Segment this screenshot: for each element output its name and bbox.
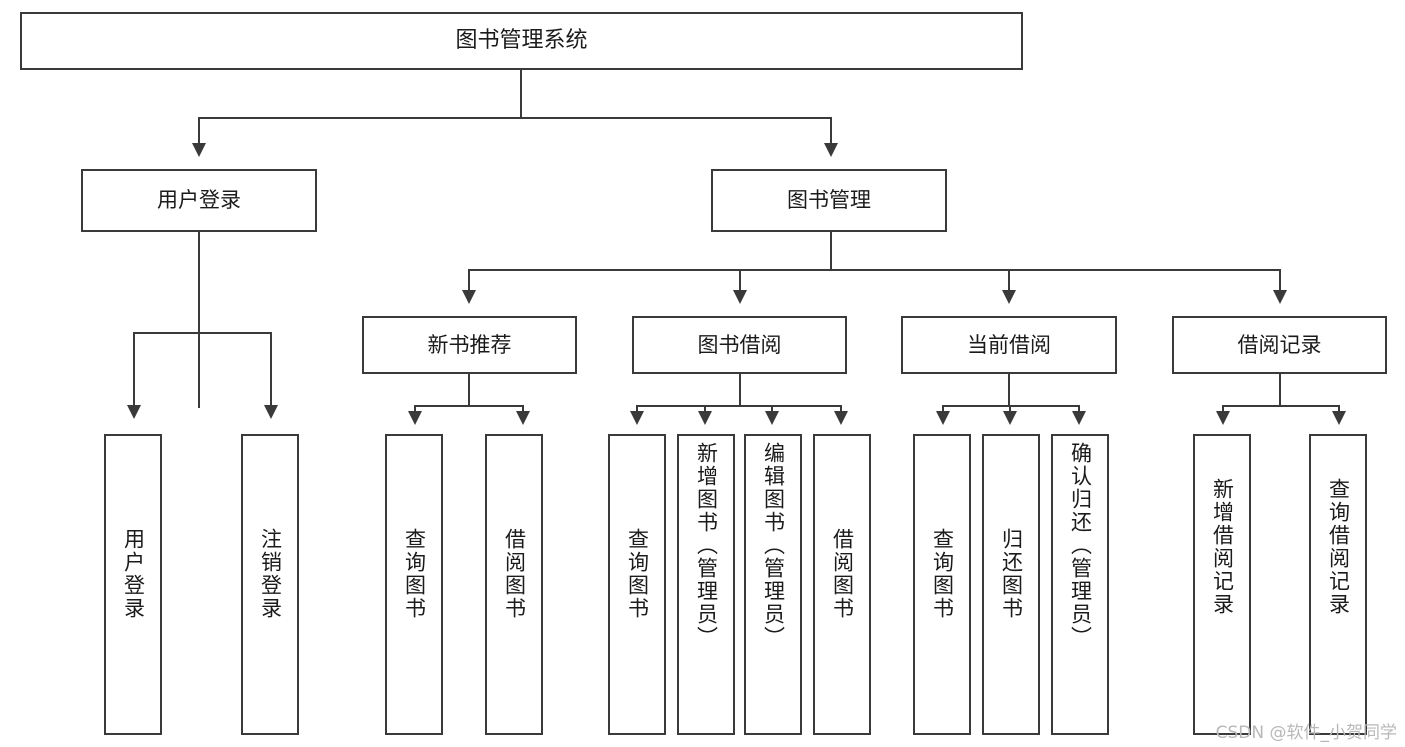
connector-current-borrow-bus (942, 405, 1080, 407)
arrowhead-borrow-record (1273, 290, 1287, 304)
arrowhead-cb-leaf-1 (936, 411, 950, 425)
connector-cb-3 (1078, 405, 1080, 413)
arrowhead-cb-leaf-2 (1003, 411, 1017, 425)
connector-to-borrow-record (1279, 269, 1281, 291)
connector-br-1 (1222, 405, 1224, 413)
arrowhead-new-book (462, 290, 476, 304)
leaf-borrow-book-nb[interactable]: 借阅图书 (485, 434, 543, 735)
node-label: 新增借阅记录 (1210, 478, 1235, 616)
arrowhead-cb-leaf-3 (1072, 411, 1086, 425)
leaf-add-book-admin[interactable]: 新增图书（管理员） (677, 434, 735, 735)
node-label: 查询图书 (402, 528, 427, 620)
connector-new-book-r (522, 405, 524, 413)
node-book-borrow[interactable]: 图书借阅 (632, 316, 847, 374)
connector-book-mgmt-stem (830, 232, 832, 270)
arrowhead-leaf-user-login (127, 405, 141, 419)
node-label: 注销登录 (258, 528, 283, 620)
node-label: 查询图书 (625, 528, 650, 620)
leaf-edit-book-admin[interactable]: 编辑图书（管理员） (744, 434, 802, 735)
node-label: 借阅图书 (502, 528, 527, 620)
node-label: 图书管理 (787, 188, 871, 213)
arrowhead-leaf-logout (264, 405, 278, 419)
node-label: 确认归还（管理员） (1068, 442, 1093, 649)
node-label: 图书管理系统 (455, 28, 588, 54)
arrowhead-book-borrow (733, 290, 747, 304)
connector-root-bus (198, 117, 832, 119)
connector-current-borrow-stem (1008, 374, 1010, 406)
connector-to-current-borrow (1008, 269, 1010, 291)
connector-level3-bus (468, 269, 1280, 271)
connector-new-book-stem (468, 374, 470, 406)
connector-to-user-login (198, 117, 200, 144)
node-label: 新书推荐 (427, 332, 512, 357)
node-book-management[interactable]: 图书管理 (711, 169, 947, 232)
connector-bb-1 (636, 405, 638, 413)
arrowhead-nb-leaf-2 (516, 411, 530, 425)
leaf-add-borrow-record[interactable]: 新增借阅记录 (1193, 434, 1251, 735)
node-label: 当前借阅 (967, 332, 1051, 357)
node-label: 新增图书（管理员） (694, 442, 719, 649)
node-label: 借阅记录 (1237, 332, 1322, 357)
node-new-book-recommend[interactable]: 新书推荐 (362, 316, 577, 374)
node-label: 借阅图书 (830, 528, 855, 620)
connector-borrow-record-bus (1222, 405, 1340, 407)
leaf-return-book[interactable]: 归还图书 (982, 434, 1040, 735)
node-label: 图书借阅 (697, 332, 782, 357)
leaf-query-book-nb[interactable]: 查询图书 (385, 434, 443, 735)
connector-user-login-left (133, 332, 135, 406)
connector-book-borrow-bus (636, 405, 842, 407)
connector-bb-3 (771, 405, 773, 413)
connector-cb-1 (942, 405, 944, 413)
node-label: 归还图书 (999, 528, 1024, 620)
connector-to-new-book (468, 269, 470, 291)
arrowhead-br-leaf-1 (1216, 411, 1230, 425)
connector-bb-2 (704, 405, 706, 413)
arrowhead-current-borrow (1002, 290, 1016, 304)
arrowhead-bb-leaf-3 (765, 411, 779, 425)
connector-new-book-l (414, 405, 416, 413)
connector-borrow-record-stem (1279, 374, 1281, 406)
connector-user-login-stem (198, 232, 200, 408)
connector-root-stem (520, 70, 522, 118)
leaf-user-login[interactable]: 用户登录 (104, 434, 162, 735)
node-label: 用户登录 (121, 528, 146, 620)
node-user-login[interactable]: 用户登录 (81, 169, 317, 232)
connector-user-login-bus (133, 332, 271, 334)
arrowhead-user-login (192, 143, 206, 157)
node-root-system[interactable]: 图书管理系统 (20, 12, 1023, 70)
leaf-query-borrow-record[interactable]: 查询借阅记录 (1309, 434, 1367, 735)
connector-br-2 (1338, 405, 1340, 413)
node-label: 查询借阅记录 (1326, 478, 1351, 616)
arrowhead-book-mgmt (824, 143, 838, 157)
connector-bb-4 (840, 405, 842, 413)
connector-new-book-bus (414, 405, 524, 407)
arrowhead-bb-leaf-4 (834, 411, 848, 425)
leaf-query-book-bb[interactable]: 查询图书 (608, 434, 666, 735)
node-label: 查询图书 (930, 528, 955, 620)
node-borrow-record[interactable]: 借阅记录 (1172, 316, 1387, 374)
node-label: 用户登录 (157, 188, 241, 213)
connector-cb-2 (1009, 405, 1011, 413)
leaf-query-book-cb[interactable]: 查询图书 (913, 434, 971, 735)
connector-to-book-mgmt (830, 117, 832, 144)
connector-user-login-right (270, 332, 272, 406)
connector-to-book-borrow (739, 269, 741, 291)
arrowhead-nb-leaf-1 (408, 411, 422, 425)
arrowhead-br-leaf-2 (1332, 411, 1346, 425)
arrowhead-bb-leaf-2 (698, 411, 712, 425)
node-current-borrow[interactable]: 当前借阅 (901, 316, 1117, 374)
arrowhead-bb-leaf-1 (630, 411, 644, 425)
leaf-logout[interactable]: 注销登录 (241, 434, 299, 735)
connector-book-borrow-stem (739, 374, 741, 406)
node-label: 编辑图书（管理员） (761, 442, 786, 649)
leaf-confirm-return-admin[interactable]: 确认归还（管理员） (1051, 434, 1109, 735)
leaf-borrow-book-bb[interactable]: 借阅图书 (813, 434, 871, 735)
